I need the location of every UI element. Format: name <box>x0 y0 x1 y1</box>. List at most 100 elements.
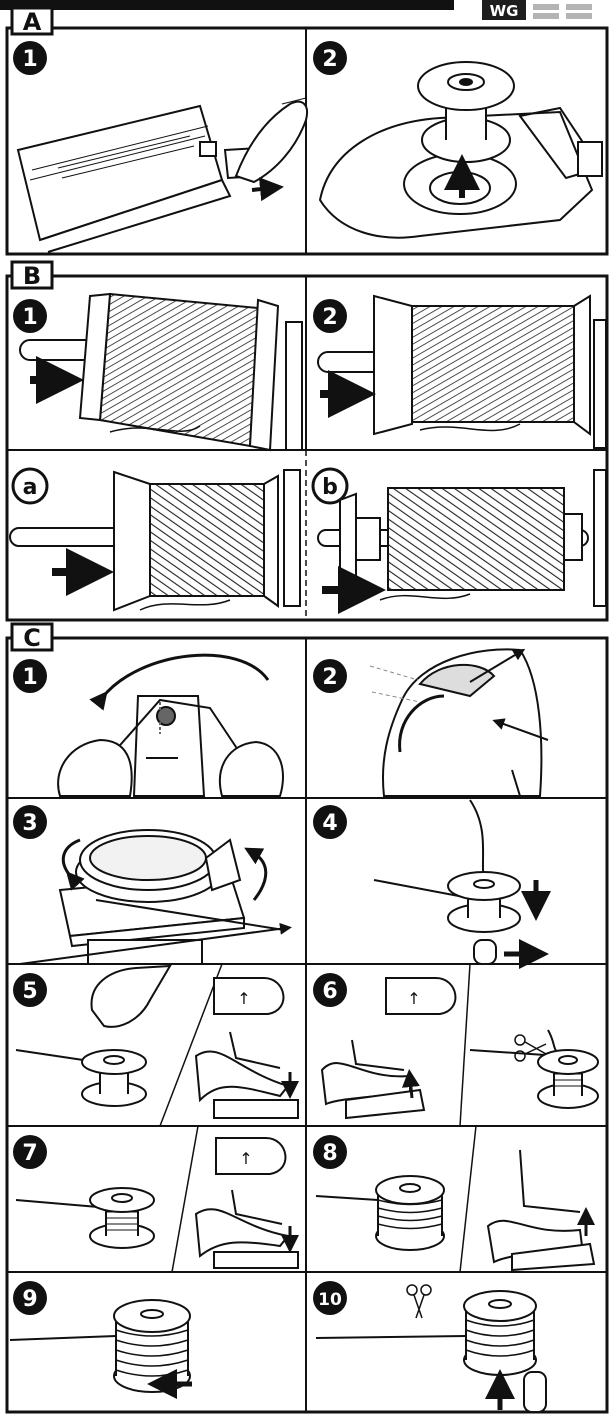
thread-spool-icon <box>113 470 279 612</box>
step-b1: 1 <box>13 292 303 452</box>
step-number-c2: 2 <box>313 659 347 693</box>
step-number-c7: 7 <box>13 1135 47 1169</box>
step-number-b2: 2 <box>313 299 347 333</box>
arrow-icon <box>492 718 549 741</box>
section-label-c: C <box>10 622 54 652</box>
section-b: B 1 2 <box>5 260 609 622</box>
svg-text:9: 9 <box>22 1287 37 1312</box>
thread-line <box>19 922 292 965</box>
logo-bar-2 <box>533 13 559 19</box>
bobbin-icon <box>463 1290 537 1376</box>
step-c7: 7 ↑ <box>13 1125 299 1273</box>
svg-text:1: 1 <box>22 305 37 330</box>
svg-text:2: 2 <box>322 47 337 72</box>
svg-text:1: 1 <box>22 47 37 72</box>
svg-text:3: 3 <box>22 811 37 836</box>
bobbin-icon <box>113 1299 191 1393</box>
svg-text:B: B <box>23 262 41 290</box>
svg-text:A: A <box>23 8 42 36</box>
svg-text:10: 10 <box>318 1290 342 1310</box>
thread-spool-icon <box>387 487 583 591</box>
step-c10: 10 <box>313 1281 547 1413</box>
thread-end <box>109 425 201 433</box>
svg-text:↑: ↑ <box>239 1149 252 1168</box>
step-number-ba: a <box>11 467 49 505</box>
bobbin-icon <box>81 1049 147 1107</box>
step-c6: 6 ↑ <box>313 963 599 1127</box>
step-bb: b <box>311 467 607 614</box>
brand-logo: WG <box>482 0 592 20</box>
svg-text:1: 1 <box>22 665 37 690</box>
finger-illustration <box>234 97 308 184</box>
header-bar <box>0 0 454 10</box>
step-number-c3: 3 <box>13 805 47 839</box>
step-ba: a <box>9 467 301 612</box>
svg-text:↑: ↑ <box>237 989 250 1008</box>
arrow-icon <box>61 838 85 891</box>
thread-line <box>9 1335 117 1341</box>
foot-pedal-icon <box>320 1062 426 1120</box>
section-a: A 1 <box>5 6 609 256</box>
logo-bar-3 <box>566 4 592 10</box>
step-number-c10: 10 <box>313 1281 347 1315</box>
thread-end <box>379 593 471 601</box>
svg-text:6: 6 <box>322 979 337 1004</box>
winder-spindle <box>473 939 497 965</box>
thread-end <box>139 599 231 611</box>
up-arrow-sign-icon: ↑ <box>385 977 457 1015</box>
step-number-bb: b <box>311 467 349 505</box>
thread-line <box>315 1335 467 1339</box>
svg-text:↑: ↑ <box>407 989 420 1008</box>
arrow-icon <box>89 653 270 711</box>
step-c1: 1 <box>13 653 284 797</box>
foot-pedal-icon <box>194 1208 299 1269</box>
step-number-a2: 2 <box>313 41 347 75</box>
logo-text: WG <box>490 2 519 20</box>
bobbin-icon <box>417 61 515 163</box>
step-number-a1: 1 <box>13 41 47 75</box>
section-c: C 1 2 <box>5 622 609 1414</box>
svg-text:a: a <box>23 475 38 500</box>
arrow-icon <box>469 648 526 683</box>
step-c2: 2 <box>313 648 549 797</box>
thread-spool-icon <box>373 294 591 436</box>
step-number-c8: 8 <box>313 1135 347 1169</box>
step-number-c1: 1 <box>13 659 47 693</box>
step-c5: 5 ↑ <box>13 963 299 1127</box>
bobbin-icon <box>375 1175 445 1251</box>
logo-bar-4 <box>566 13 592 19</box>
foot-pedal-icon <box>486 1219 596 1272</box>
thread-spool-icon <box>78 292 280 452</box>
winder-spindle <box>523 1371 547 1413</box>
step-c4: 4 <box>313 799 551 969</box>
arrow-icon <box>244 847 268 901</box>
scissors-icon <box>406 1284 432 1319</box>
bobbin-icon <box>537 1049 599 1109</box>
step-a2: 2 <box>313 41 603 239</box>
thread-line <box>315 1195 379 1201</box>
svg-text:4: 4 <box>322 811 337 836</box>
svg-text:8: 8 <box>322 1141 337 1166</box>
svg-text:2: 2 <box>322 305 337 330</box>
svg-text:b: b <box>322 475 338 500</box>
section-label-b: B <box>10 260 54 290</box>
step-number-c9: 9 <box>13 1281 47 1315</box>
arrow-icon <box>251 177 284 202</box>
bobbin-icon <box>447 871 521 933</box>
section-label-a: A <box>10 6 54 36</box>
thread-line <box>113 698 243 757</box>
step-number-c6: 6 <box>313 973 347 1007</box>
scissors-icon <box>514 1034 547 1062</box>
logo-bar-1 <box>533 4 559 10</box>
logo-box <box>482 0 526 20</box>
svg-text:2: 2 <box>322 665 337 690</box>
hand-icon <box>90 964 172 1028</box>
step-c3: 3 <box>13 805 292 965</box>
up-arrow-sign-icon: ↑ <box>213 977 285 1015</box>
hand-icon <box>57 738 284 797</box>
svg-text:7: 7 <box>22 1141 37 1166</box>
thread-end <box>419 423 521 432</box>
step-c9: 9 <box>9 1281 192 1399</box>
step-c8: 8 <box>313 1125 596 1273</box>
